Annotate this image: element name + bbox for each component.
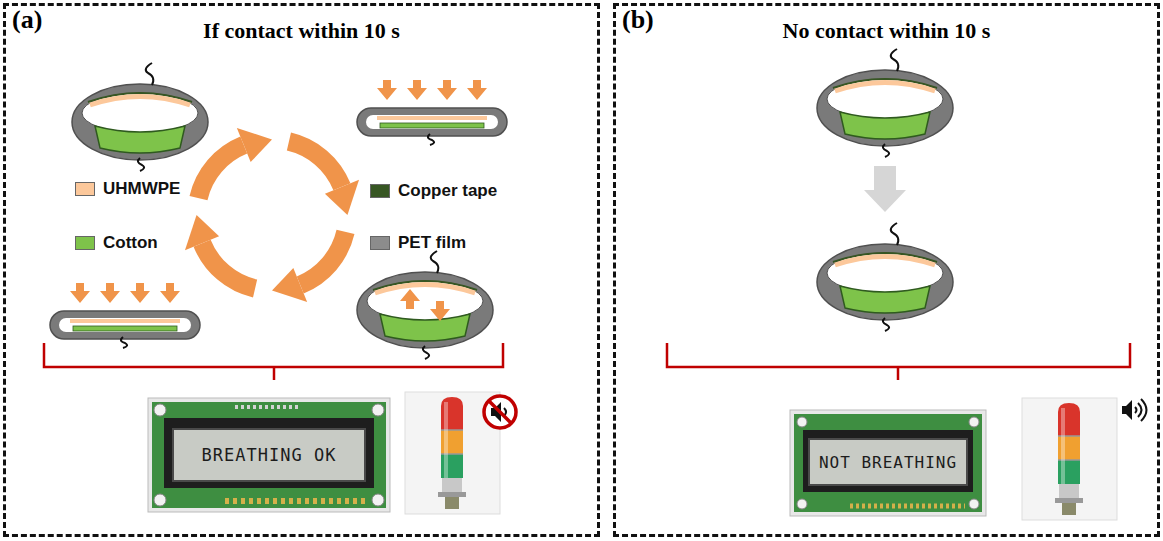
cycle-arrows [185,128,359,302]
panel-label: (b) [622,5,654,35]
art-path [897,367,900,380]
press-arrow [407,80,427,100]
legend-item: UHMWPE [75,179,180,199]
art-circle [484,396,516,428]
release-arrow [430,301,450,321]
pressed-sensor [357,108,507,145]
art-rect [803,430,973,492]
panel-title: If contact within 10 s [6,18,597,44]
press-arrow [437,80,457,100]
open-sensor [817,223,953,331]
art-path [1135,407,1137,413]
legend-item: PET film [370,233,466,253]
panel-title: No contact within 10 s [616,18,1157,44]
press-arrow [100,283,120,303]
screen-text: NOT BREATHING [819,453,957,472]
press-arrow [130,283,150,303]
legend-swatch [75,236,95,250]
art-path [44,343,503,367]
legend-text: Cotton [103,233,158,253]
press-arrow [70,283,90,303]
art-path [489,401,511,423]
art-path [1138,403,1142,417]
art-rect [148,398,390,512]
art-line [235,405,300,409]
lcd-board [790,410,986,516]
art-rect [790,410,986,516]
legend-swatch [370,184,390,198]
lcd-screen: NOT BREATHING [808,438,968,486]
art-circle [969,417,979,427]
legend-text: UHMWPE [103,179,180,199]
panel-label: (a) [12,5,42,35]
red-bracket [44,343,503,380]
cycle-arrow [289,141,342,186]
art-circle [154,494,166,506]
art-circle [372,494,384,506]
screen-text: BREATHING OK [202,445,337,465]
art-path [273,367,276,380]
cycle-arrow [202,243,255,288]
open-sensor [817,49,953,157]
cycle-arrowhead [325,180,359,215]
legend-swatch [370,236,390,250]
legend-item: Cotton [75,233,158,253]
cycle-arrowhead [185,215,219,250]
panel-frame: (a)If contact within 10 s BREATHING OK [3,3,600,537]
lcd-board [148,398,390,512]
legend-text: PET film [398,233,466,253]
art-circle [969,499,979,509]
red-bracket [667,343,1130,380]
open-sensor [72,63,208,171]
art-circle [797,417,807,427]
art-circle [154,404,166,416]
art-line [850,504,965,509]
open-sensor [357,251,493,359]
legend-text: Copper tape [398,181,497,201]
art-path [1141,399,1147,421]
lcd-screen: BREATHING OK [172,428,366,482]
art-path [667,343,1130,367]
art-rect [794,414,982,512]
legend-item: Copper tape [370,181,497,201]
press-arrow [377,80,397,100]
art-rect [152,402,386,508]
panel-frame: (b)No contact within 10 s NOT BREATHING [613,3,1160,537]
art-rect [164,418,374,488]
art-line [225,498,365,504]
grey-arrow [864,166,906,212]
cycle-arrow [198,145,243,198]
art-circle [372,404,384,416]
speaker-icon [1122,399,1147,421]
cycle-arrowhead [237,128,272,162]
art-path [1122,400,1132,420]
release-arrow [400,289,420,309]
mute-icon [484,396,516,428]
cycle-arrowhead [272,268,307,302]
legend-swatch [75,182,95,196]
press-arrow [467,80,487,100]
release-arrow [400,289,420,309]
tower-light [1022,398,1117,520]
press-arrow [160,283,180,303]
cycle-arrow [300,232,345,285]
pressed-sensor [50,311,200,348]
art-circle [797,499,807,509]
